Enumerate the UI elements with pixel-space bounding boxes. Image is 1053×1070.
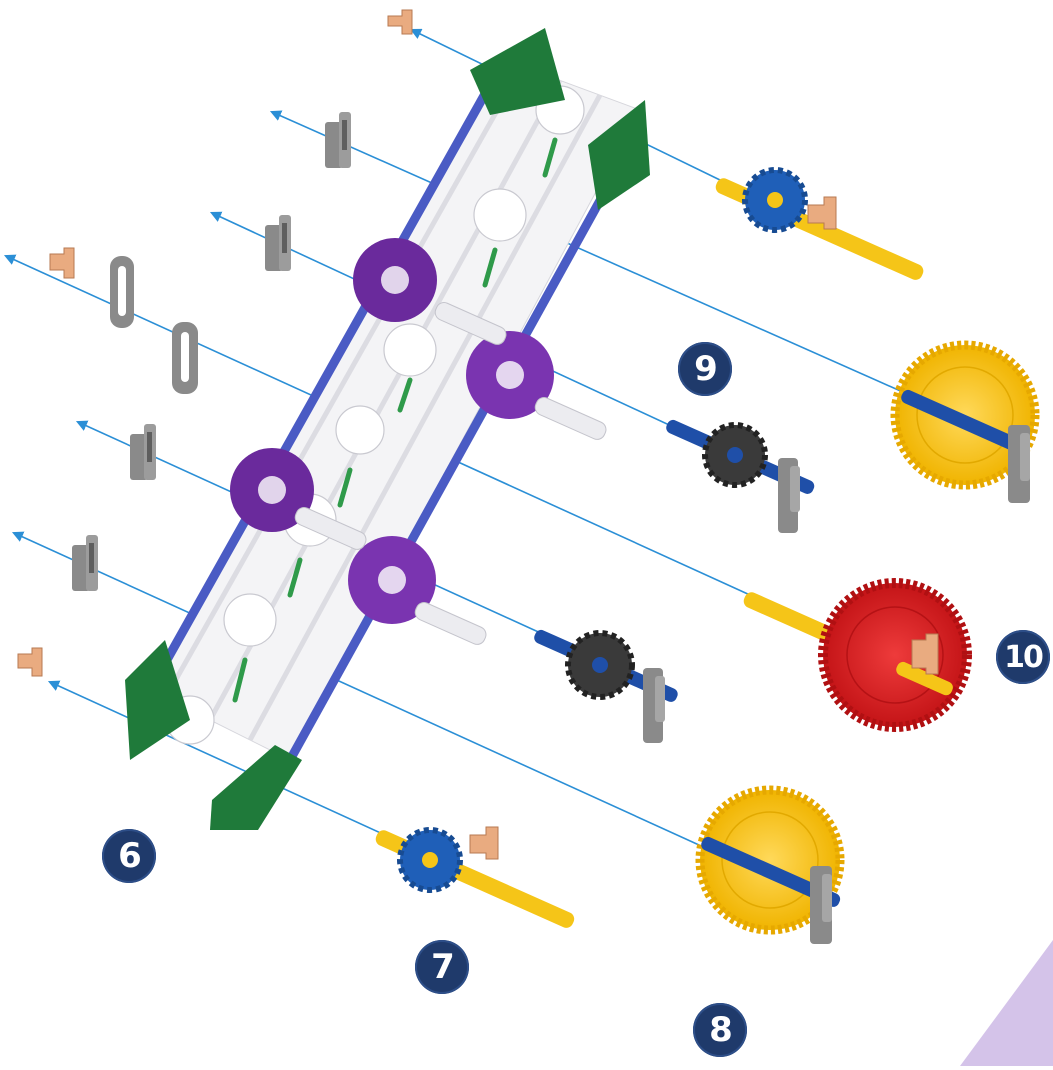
part-blue-gear-bottom bbox=[375, 826, 575, 928]
green-connector-icon bbox=[470, 28, 565, 115]
guide-line bbox=[269, 110, 906, 394]
step-badge-6: 6 bbox=[102, 829, 156, 883]
partial-lavender-part bbox=[960, 940, 1053, 1066]
part-dark-gear-upper bbox=[666, 419, 815, 533]
gray-clip-icon bbox=[325, 112, 351, 168]
green-connector-icon bbox=[210, 745, 302, 830]
gray-clip-icon bbox=[172, 322, 198, 394]
guide-line bbox=[47, 680, 386, 836]
tan-clip-icon bbox=[49, 247, 75, 279]
green-connector-icon bbox=[125, 640, 190, 760]
purple-connector-icon bbox=[353, 238, 437, 322]
step-badge-8: 8 bbox=[693, 1003, 747, 1057]
gray-clip-icon bbox=[110, 256, 134, 328]
step-badge-9: 9 bbox=[678, 342, 732, 396]
frame-rod-left bbox=[146, 82, 494, 693]
part-blue-gear-top bbox=[715, 167, 924, 280]
gray-clip-icon bbox=[265, 215, 291, 271]
step-badge-10: 10 bbox=[996, 630, 1050, 684]
step-badge-7: 7 bbox=[415, 940, 469, 994]
purple-connector-icon bbox=[466, 331, 554, 419]
frame-assembly bbox=[125, 28, 650, 830]
tan-clip-icon bbox=[387, 9, 413, 35]
part-yellow-gear-lower bbox=[695, 785, 845, 944]
part-dark-gear-lower bbox=[534, 629, 678, 743]
gray-clip-icon bbox=[130, 424, 156, 480]
purple-connector-icon bbox=[230, 448, 314, 532]
tan-clip-icon bbox=[17, 647, 43, 677]
part-yellow-gear-upper bbox=[890, 340, 1040, 503]
guide-line bbox=[11, 531, 711, 851]
purple-connector-icon bbox=[348, 536, 436, 624]
part-red-gear bbox=[743, 578, 972, 732]
green-connector-icon bbox=[588, 100, 650, 210]
clips bbox=[17, 9, 413, 677]
gray-clip-icon bbox=[72, 535, 98, 591]
frame-rod-right bbox=[286, 147, 632, 763]
